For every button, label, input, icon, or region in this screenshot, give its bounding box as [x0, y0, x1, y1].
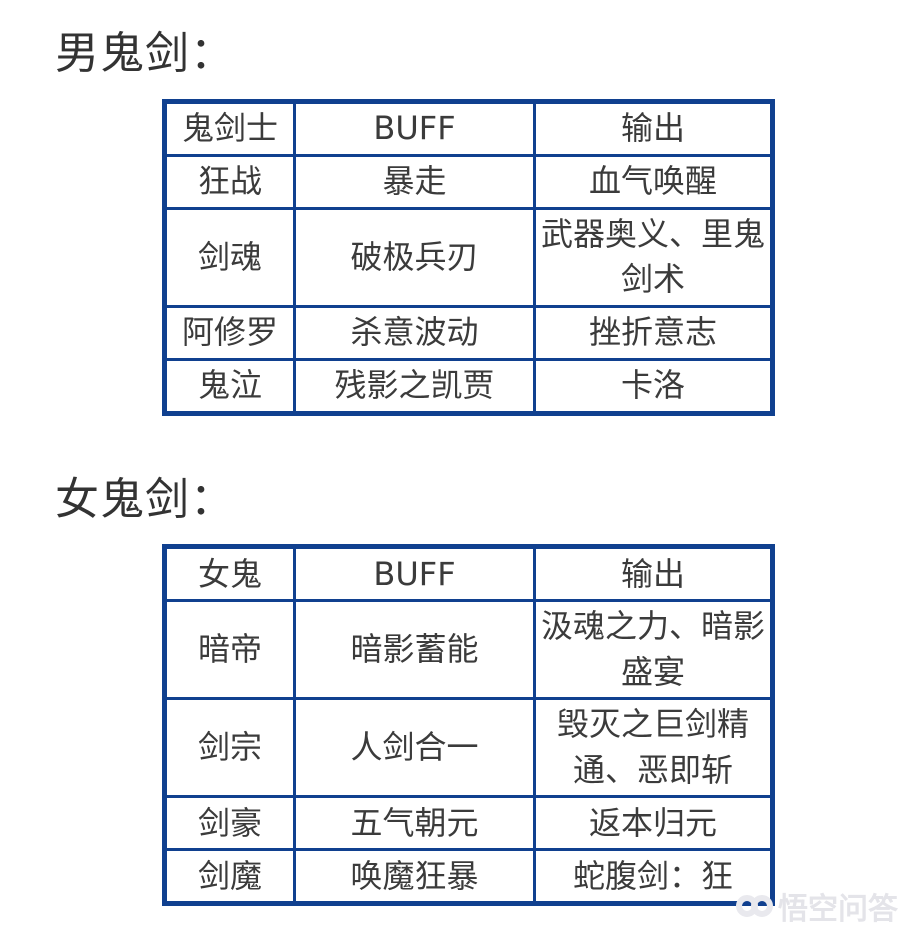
- table-row: 剑魂 破极兵刃 武器奥义、里鬼剑术: [163, 206, 774, 308]
- cell-class: 剑魂: [163, 206, 296, 308]
- cell-class: 狂战: [163, 153, 296, 210]
- cell-class: 剑宗: [163, 697, 296, 799]
- header-cell-buff: BUFF: [293, 99, 536, 157]
- table-row: 暗帝 暗影蓄能 汲魂之力、暗影盛宴: [163, 599, 774, 701]
- cell-output: 挫折意志: [533, 304, 774, 361]
- cell-output: 毁灭之巨剑精通、恶即斩: [533, 697, 774, 799]
- table-header-row: 鬼剑士 BUFF 输出: [163, 99, 774, 157]
- cell-buff: 暴走: [293, 153, 536, 210]
- cell-output: 血气唤醒: [533, 153, 774, 210]
- cell-buff: 暗影蓄能: [293, 599, 536, 701]
- header-cell-output: 输出: [533, 545, 774, 603]
- cell-buff: 残影之凯贾: [293, 357, 536, 415]
- cell-buff: 五气朝元: [293, 795, 536, 852]
- table-row: 剑豪 五气朝元 返本归元: [163, 795, 774, 852]
- section-title-female-ghost-sword: 女鬼剑：: [55, 473, 235, 525]
- header-cell-class: 鬼剑士: [163, 99, 296, 157]
- table-row: 剑宗 人剑合一 毁灭之巨剑精通、恶即斩: [163, 697, 774, 799]
- cell-class: 剑魔: [163, 848, 296, 906]
- cell-class: 阿修罗: [163, 304, 296, 361]
- cell-output: 卡洛: [533, 357, 774, 415]
- table-row: 剑魔 唤魔狂暴 蛇腹剑：狂: [163, 848, 774, 906]
- female-ghost-sword-table: 女鬼 BUFF 输出 暗帝 暗影蓄能 汲魂之力、暗影盛宴 剑宗 人剑合一 毁灭之…: [162, 544, 775, 907]
- cell-output: 武器奥义、里鬼剑术: [533, 206, 774, 308]
- table-row: 狂战 暴走 血气唤醒: [163, 153, 774, 210]
- cell-buff: 杀意波动: [293, 304, 536, 361]
- table-header-row: 女鬼 BUFF 输出: [163, 545, 774, 603]
- cell-class: 鬼泣: [163, 357, 296, 415]
- cell-output: 汲魂之力、暗影盛宴: [533, 599, 774, 701]
- cell-output: 蛇腹剑：狂: [533, 848, 774, 906]
- watermark-text: 悟空问答: [778, 892, 898, 927]
- cell-output: 返本归元: [533, 795, 774, 852]
- male-ghost-sword-table: 鬼剑士 BUFF 输出 狂战 暴走 血气唤醒 剑魂 破极兵刃 武器奥义、里鬼剑术…: [162, 98, 775, 416]
- table-row: 鬼泣 残影之凯贾 卡洛: [163, 357, 774, 415]
- cell-buff: 人剑合一: [293, 697, 536, 799]
- cell-class: 暗帝: [163, 599, 296, 701]
- header-cell-output: 输出: [533, 99, 774, 157]
- header-cell-class: 女鬼: [163, 545, 296, 603]
- header-cell-buff: BUFF: [293, 545, 536, 603]
- cell-class: 剑豪: [163, 795, 296, 852]
- cell-buff: 唤魔狂暴: [293, 848, 536, 906]
- table-row: 阿修罗 杀意波动 挫折意志: [163, 304, 774, 361]
- cell-buff: 破极兵刃: [293, 206, 536, 308]
- section-title-male-ghost-sword: 男鬼剑：: [55, 28, 235, 79]
